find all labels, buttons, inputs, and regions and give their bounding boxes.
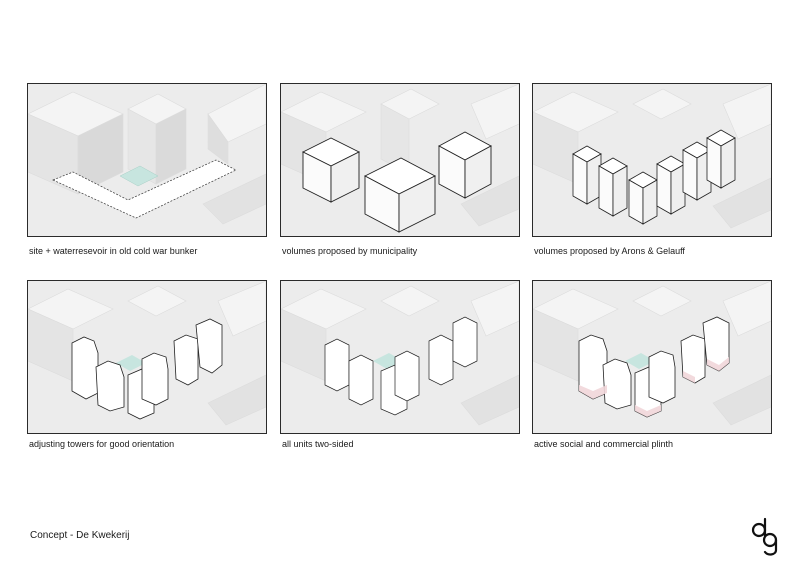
panel-arons-gelauff [532,83,772,237]
panel-municipality [280,83,520,237]
panel-site [27,83,267,237]
caption-1: site + waterresevoir in old cold war bun… [29,246,198,256]
logo-icon [748,516,782,556]
caption-4: adjusting towers for good orientation [29,439,175,449]
footer-title: Concept - De Kwekerij [30,530,130,541]
caption-6: active social and commercial plinth [534,439,674,449]
panel-plinth [532,280,772,434]
caption-2: volumes proposed by municipality [282,246,418,256]
panel-two-sided [280,280,520,434]
caption-3: volumes proposed by Arons & Gelauff [534,246,685,256]
panel-orientation [27,280,267,434]
caption-5: all units two-sided [282,439,354,449]
